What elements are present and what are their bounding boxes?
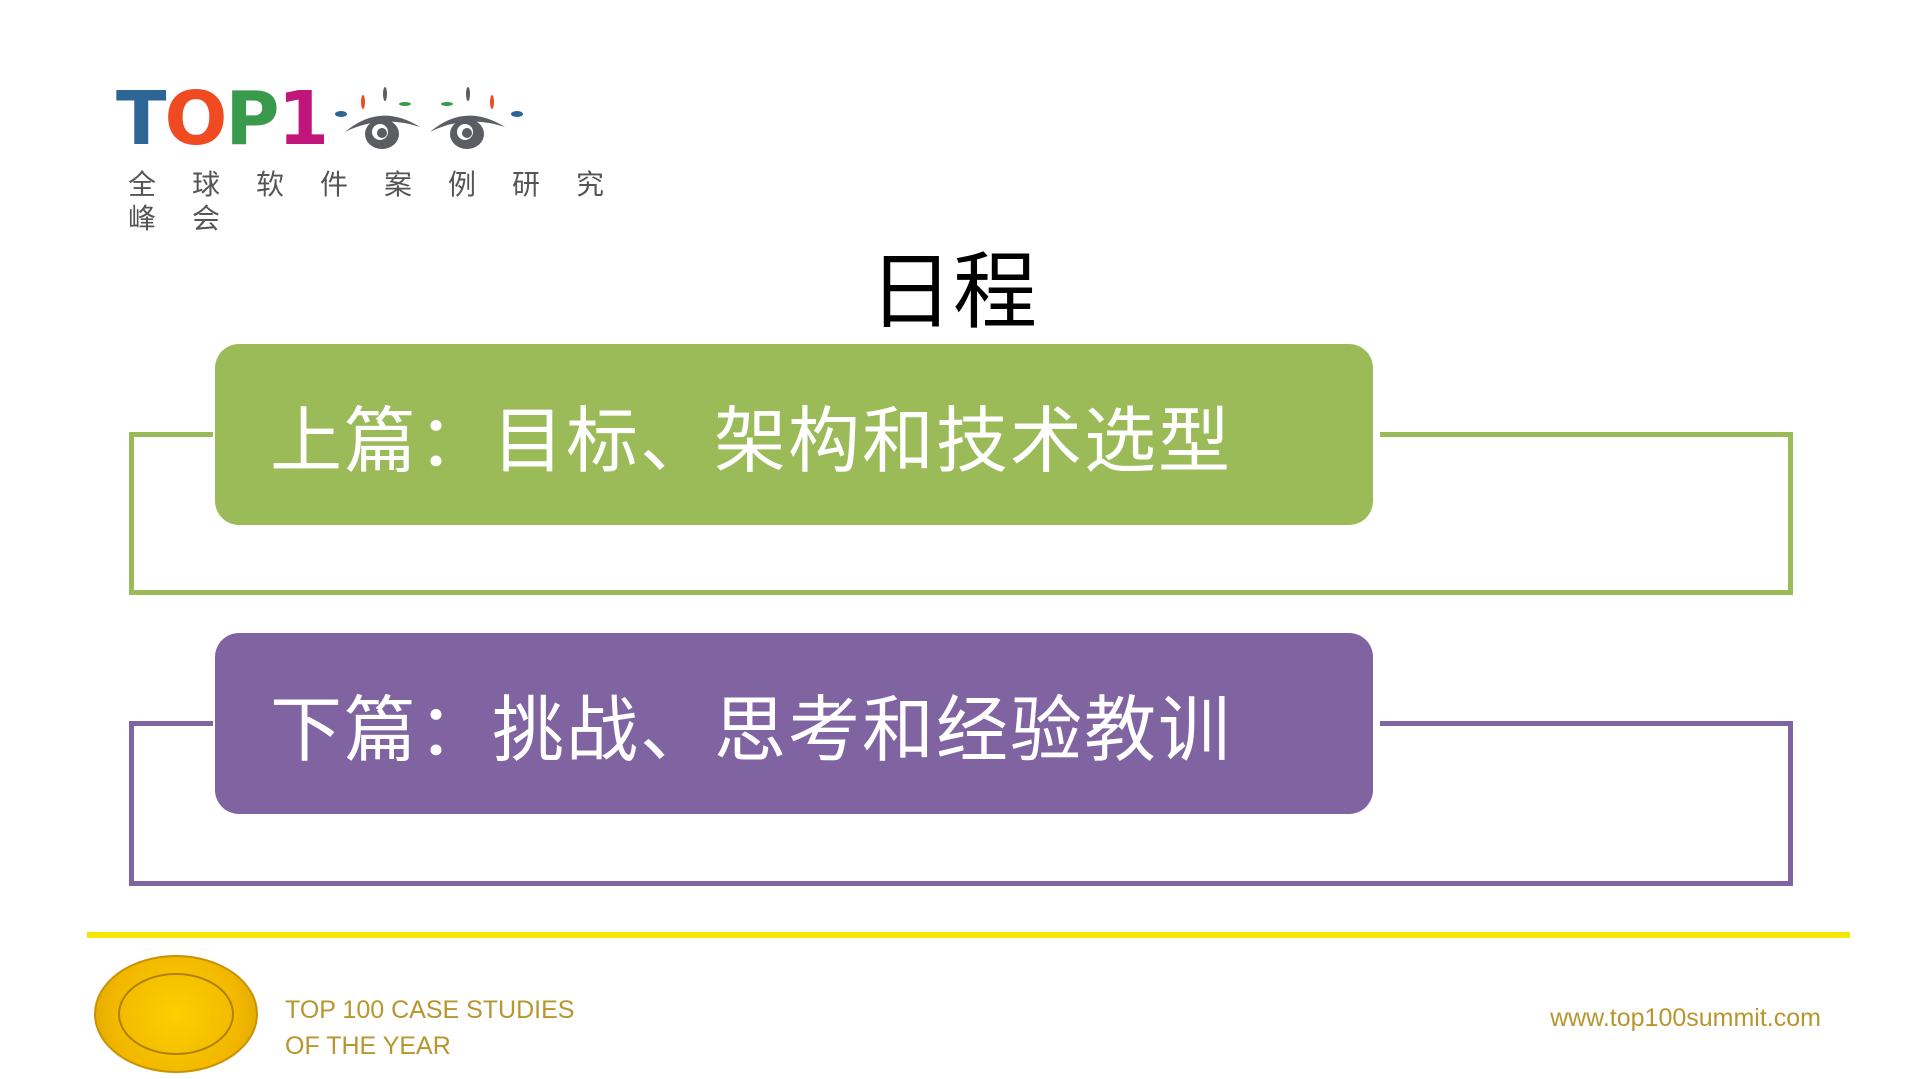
subtitle-char: 软	[256, 168, 285, 201]
summit-seal-logo	[94, 955, 258, 1073]
footer-tagline-line1: TOP 100 CASE STUDIES	[285, 996, 575, 1024]
section-2-bracket-top-left	[129, 721, 213, 726]
subtitle-char: 峰	[128, 202, 157, 235]
logo-subtitle-line1: 全球软件案例研究	[128, 163, 640, 203]
footer-url: www.top100summit.com	[1550, 1004, 1821, 1032]
subtitle-char: 球	[192, 168, 221, 201]
footer-rule	[87, 932, 1850, 938]
subtitle-char: 研	[512, 168, 541, 201]
section-2-bracket	[129, 724, 1793, 886]
subtitle-char: 件	[320, 168, 349, 201]
section-1-bracket-top-left	[129, 432, 213, 437]
section-2-bracket-top-right	[1380, 721, 1793, 726]
section-2-box: 下篇：挑战、思考和经验教训	[215, 633, 1373, 814]
subtitle-char: 案	[384, 168, 413, 201]
eyes-icon	[335, 87, 524, 149]
page-title: 日程	[868, 243, 1037, 341]
logo-subtitle-line2: 峰会	[128, 197, 256, 237]
subtitle-char: 例	[448, 168, 477, 201]
logo-letter: P	[225, 76, 279, 162]
subtitle-char: 会	[192, 202, 221, 235]
logo-letter: O	[164, 76, 227, 162]
top100-logo: T O P 1	[116, 76, 535, 162]
footer-tagline-line2: OF THE YEAR	[285, 1032, 451, 1060]
logo-letter: 1	[277, 76, 329, 162]
subtitle-char: 全	[128, 168, 157, 201]
section-1-bracket	[129, 435, 1793, 595]
logo-letter: T	[116, 76, 167, 162]
subtitle-char: 究	[576, 168, 605, 201]
section-1-bracket-top-right	[1380, 432, 1793, 437]
section-1-box: 上篇：目标、架构和技术选型	[215, 344, 1373, 525]
